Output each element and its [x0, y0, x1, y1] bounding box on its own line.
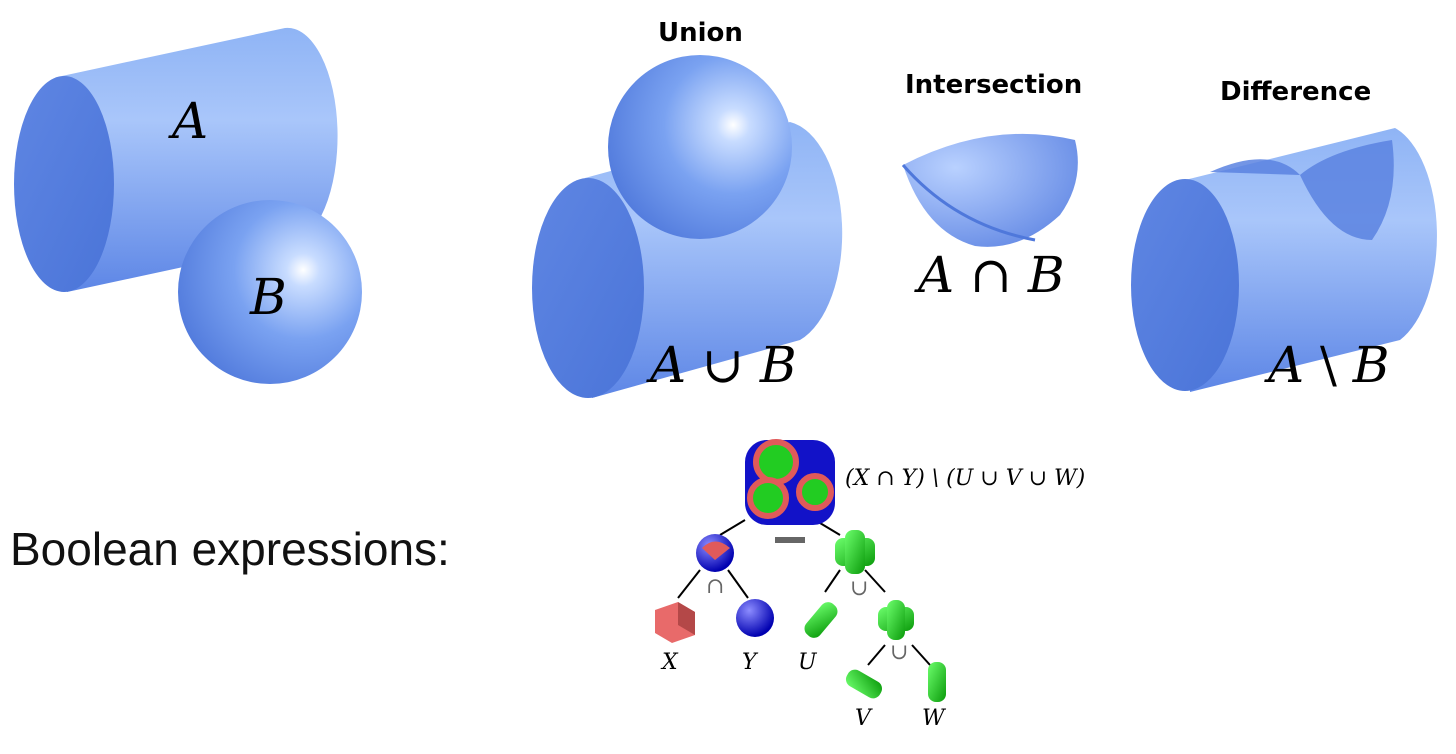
difference-shape: [1131, 128, 1437, 392]
difference-header: Difference: [1220, 77, 1372, 107]
label-b: B: [250, 268, 287, 326]
leaf-y-sphere: [736, 599, 774, 637]
sub-union-node: [878, 600, 914, 640]
leaf-u-cylinder: [804, 602, 838, 638]
sphere-b: [178, 200, 362, 384]
intersection-header: Intersection: [905, 70, 1083, 100]
intersection-label: A ∩ B: [918, 246, 1065, 304]
union-node: [835, 530, 875, 574]
union-label: A ∪ B: [650, 336, 797, 394]
difference-label: A \ B: [1268, 336, 1390, 394]
intersection-shape: [901, 133, 1078, 247]
union-header: Union: [658, 18, 743, 48]
op-union: ∪: [850, 576, 869, 601]
root-shape: [745, 439, 835, 525]
leaf-label-w: W: [922, 706, 945, 731]
op-sub-union: ∪: [890, 640, 909, 665]
label-a: A: [172, 92, 209, 150]
leaf-v-cylinder: [845, 669, 883, 699]
leaf-label-v: V: [855, 706, 871, 731]
leaf-w-cylinder: [928, 662, 946, 702]
union-shape: [532, 55, 843, 398]
boolean-expressions-caption: Boolean expressions:: [10, 523, 450, 575]
leaf-label-u: U: [798, 650, 817, 675]
leaf-label-x: X: [662, 650, 678, 675]
intersection-node: [696, 534, 734, 572]
csg-tree: [655, 439, 946, 702]
root-expression: (X ∩ Y) \ (U ∪ V ∪ W): [845, 466, 1086, 491]
leaf-x-cube: [655, 602, 695, 643]
op-intersection: ∩: [706, 574, 725, 599]
leaf-label-y: Y: [742, 650, 757, 675]
